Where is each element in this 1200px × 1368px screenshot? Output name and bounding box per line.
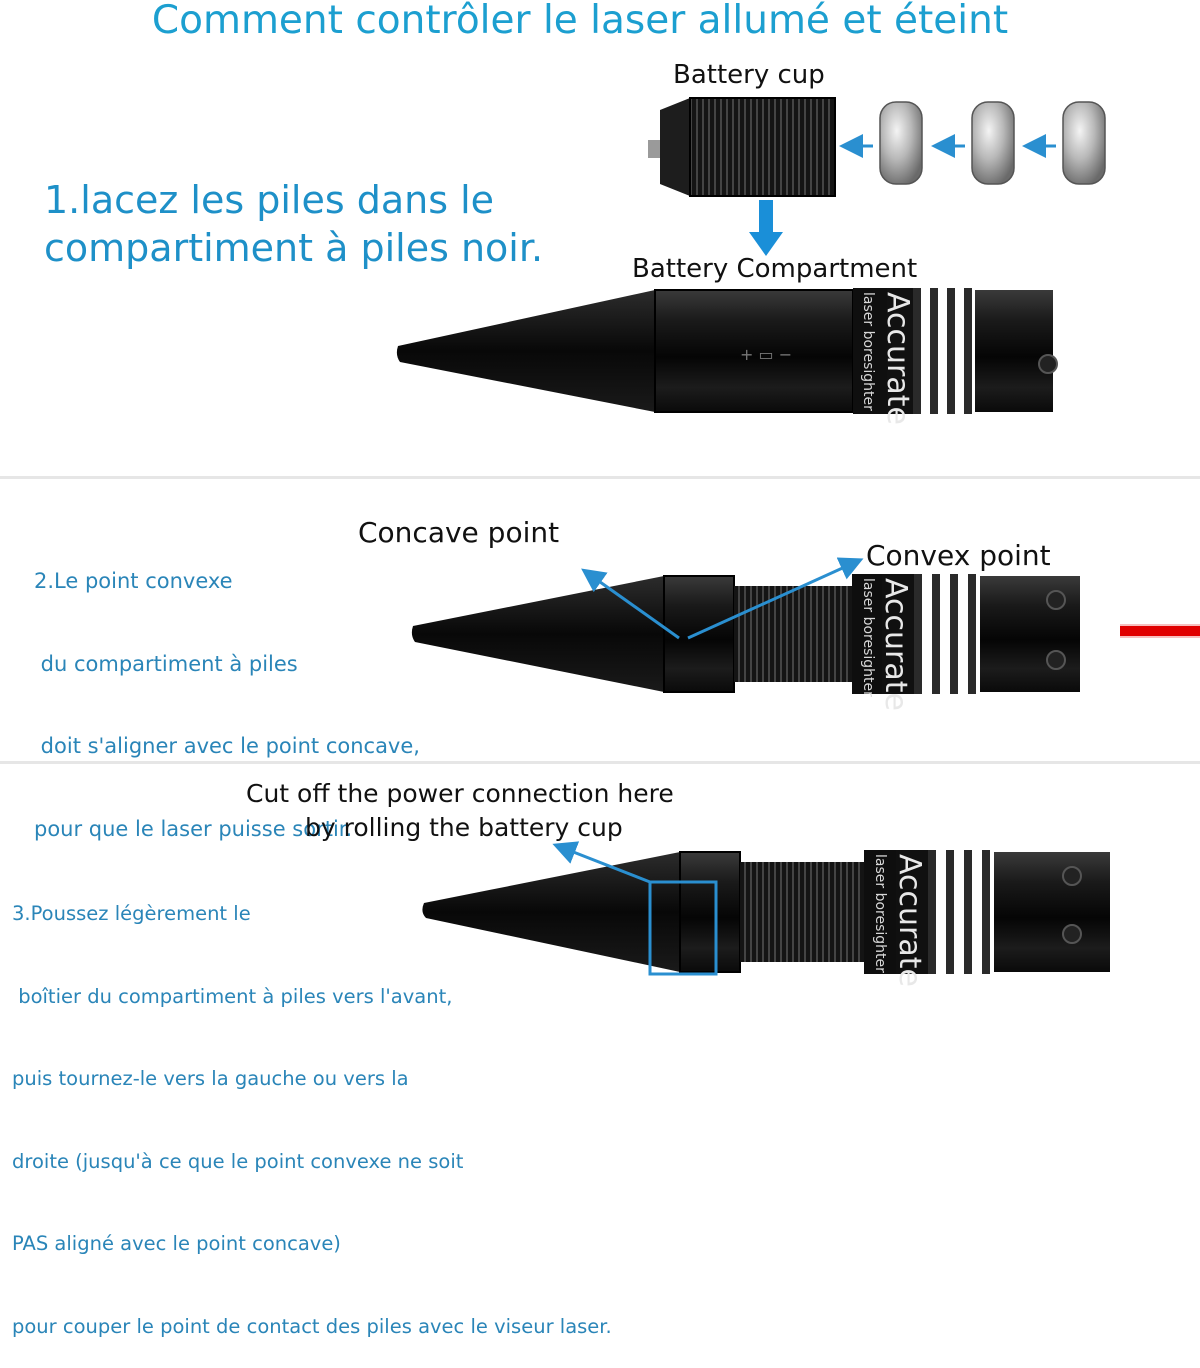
- step2-line: 2.Le point convexe: [34, 569, 233, 593]
- arrow-cutoff-icon: [552, 841, 651, 884]
- boresighter-device: + ▭ − laser boresighter Accurate: [396, 288, 1058, 425]
- concave-point-label: Concave point: [358, 516, 560, 549]
- step3-line: PAS aligné avec le point concave): [12, 1232, 341, 1255]
- battery-cells: [879, 101, 1106, 185]
- pointer-arrows: [581, 557, 864, 640]
- page-title: Comment contrôler le laser allumé et éte…: [151, 0, 1009, 43]
- laser-beam: [1120, 624, 1200, 638]
- cutoff-callout-line: by rolling the battery cup: [305, 813, 623, 842]
- battery-cell-icon: [1062, 101, 1106, 185]
- step3-line: puis tournez-le vers la gauche ou vers l…: [12, 1067, 409, 1090]
- boresighter-rolled: laser boresighter Accurate: [422, 850, 1110, 987]
- step1-instructions: 1.lacez les piles dans le compartiment à…: [44, 176, 543, 272]
- device-brand: Accurate: [878, 578, 913, 711]
- battery-cup-label: Battery cup: [673, 60, 825, 90]
- step2-line: doit s'aligner avec le point concave,: [34, 734, 420, 758]
- section-divider: [0, 761, 1200, 764]
- screw-icon: [1046, 650, 1066, 670]
- battery-cell-icon: [971, 101, 1015, 185]
- convex-point-label: Convex point: [866, 539, 1051, 572]
- arrow-down-icon: [749, 200, 783, 256]
- device-subtext: laser boresighter: [860, 578, 876, 697]
- section-divider: [0, 476, 1200, 479]
- battery-cup: [648, 97, 836, 197]
- screw-icon: [1038, 354, 1058, 374]
- device-subtext: laser boresighter: [872, 854, 888, 973]
- arrow-concave-icon: [581, 568, 680, 640]
- cutoff-highlight-box: [648, 880, 718, 976]
- battery-compartment-label: Battery Compartment: [632, 254, 918, 284]
- step1-line: compartiment à piles noir.: [44, 226, 544, 270]
- step2-instructions: 2.Le point convexe du compartiment à pil…: [34, 513, 420, 871]
- device-brand: Accurate: [880, 292, 915, 425]
- battery-cell-icon: [879, 101, 923, 185]
- step3-line: boîtier du compartiment à piles vers l'a…: [12, 984, 453, 1008]
- screw-icon: [1046, 590, 1066, 610]
- screw-icon: [1062, 866, 1082, 886]
- svg-text:+ ▭ −: + ▭ −: [740, 345, 792, 364]
- device-subtext: laser boresighter: [860, 292, 876, 411]
- step2-line: pour que le laser puisse sortir.: [34, 816, 353, 841]
- step3-line: pour couper le point de contact des pile…: [12, 1314, 612, 1338]
- step3-line: 3.Poussez légèrement le: [12, 902, 251, 925]
- screw-icon: [1062, 924, 1082, 944]
- step2-line: du compartiment à piles: [34, 651, 298, 676]
- step1-line: 1.lacez les piles dans le: [44, 178, 495, 222]
- arrow-convex-icon: [687, 557, 864, 640]
- illustration-canvas: + ▭ − laser boresighter Accurate laser b…: [396, 97, 1200, 987]
- boresighter-aligned: laser boresighter Accurate: [411, 574, 1080, 711]
- device-brand: Accurate: [892, 854, 927, 987]
- cutoff-callout-line: Cut off the power connection here: [246, 779, 674, 808]
- step3-line: droite (jusqu'à ce que le point convexe …: [12, 1149, 464, 1173]
